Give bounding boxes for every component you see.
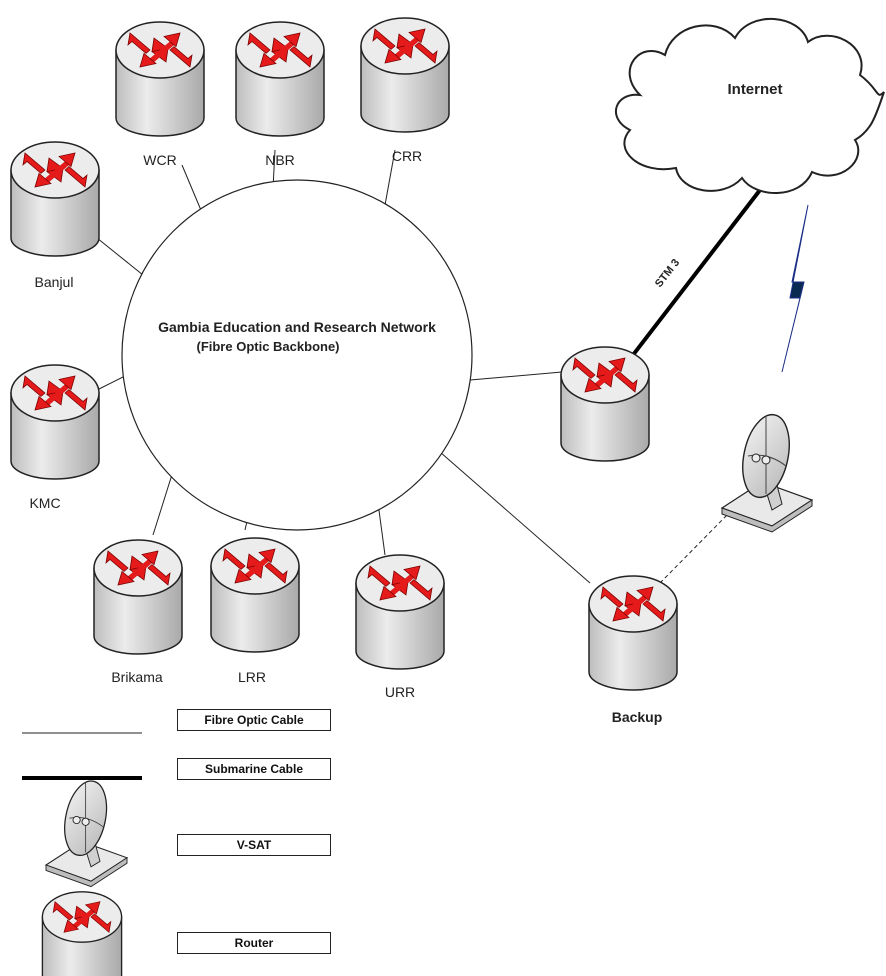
router-banjul: Banjul (11, 142, 99, 290)
router-backup: Backup (589, 576, 677, 725)
router-crr: CRR (361, 18, 449, 164)
legend-vsat-label: V-SAT (177, 834, 331, 856)
router-nbr-label: NBR (265, 152, 295, 168)
router-backup-label: Backup (612, 709, 663, 725)
link-urr (377, 502, 386, 556)
legend-router-label: Router (177, 932, 331, 954)
router-lrr: LRR (211, 538, 299, 685)
link-kmc (96, 374, 128, 391)
legend-submarine-label: Submarine Cable (177, 758, 331, 780)
internet-cloud: Internet (615, 17, 885, 194)
router-lrr-label: LRR (238, 669, 266, 685)
router-urr-label: URR (385, 684, 415, 700)
submarine-cable (631, 188, 762, 357)
router-brikama: Brikama (94, 540, 182, 685)
router-nbr: NBR (236, 22, 324, 168)
wireless-lightning-icon (781, 204, 809, 373)
vsat-dish-icon (721, 409, 813, 533)
legend-vsat-icon (45, 776, 128, 888)
internet-label: Internet (727, 81, 782, 98)
backbone-title: Gambia Education and Research Network (158, 319, 436, 335)
stm-label: STM 3 (653, 257, 682, 290)
backbone-subtitle: (Fibre Optic Backbone) (196, 339, 339, 354)
vsat-link (659, 511, 731, 584)
router-kmc-label: KMC (29, 495, 60, 511)
router-wcr-label: WCR (143, 152, 176, 168)
legend-router-icon (42, 892, 121, 976)
link-wcr (181, 164, 204, 216)
router-banjul-label: Banjul (35, 274, 74, 290)
legend-fibre-label: Fibre Optic Cable (177, 709, 331, 731)
backbone-ring (121, 179, 473, 531)
router-brikama-label: Brikama (111, 669, 163, 685)
fibre-links (96, 149, 591, 584)
link-crr (384, 149, 396, 206)
router-kmc: KMC (11, 365, 99, 511)
router-urr: URR (356, 555, 444, 700)
link-core (469, 371, 563, 381)
router-wcr: WCR (116, 22, 204, 168)
router-core (561, 347, 649, 461)
link-banjul (96, 237, 144, 276)
router-crr-label: CRR (392, 148, 422, 164)
link-backup (439, 451, 591, 584)
